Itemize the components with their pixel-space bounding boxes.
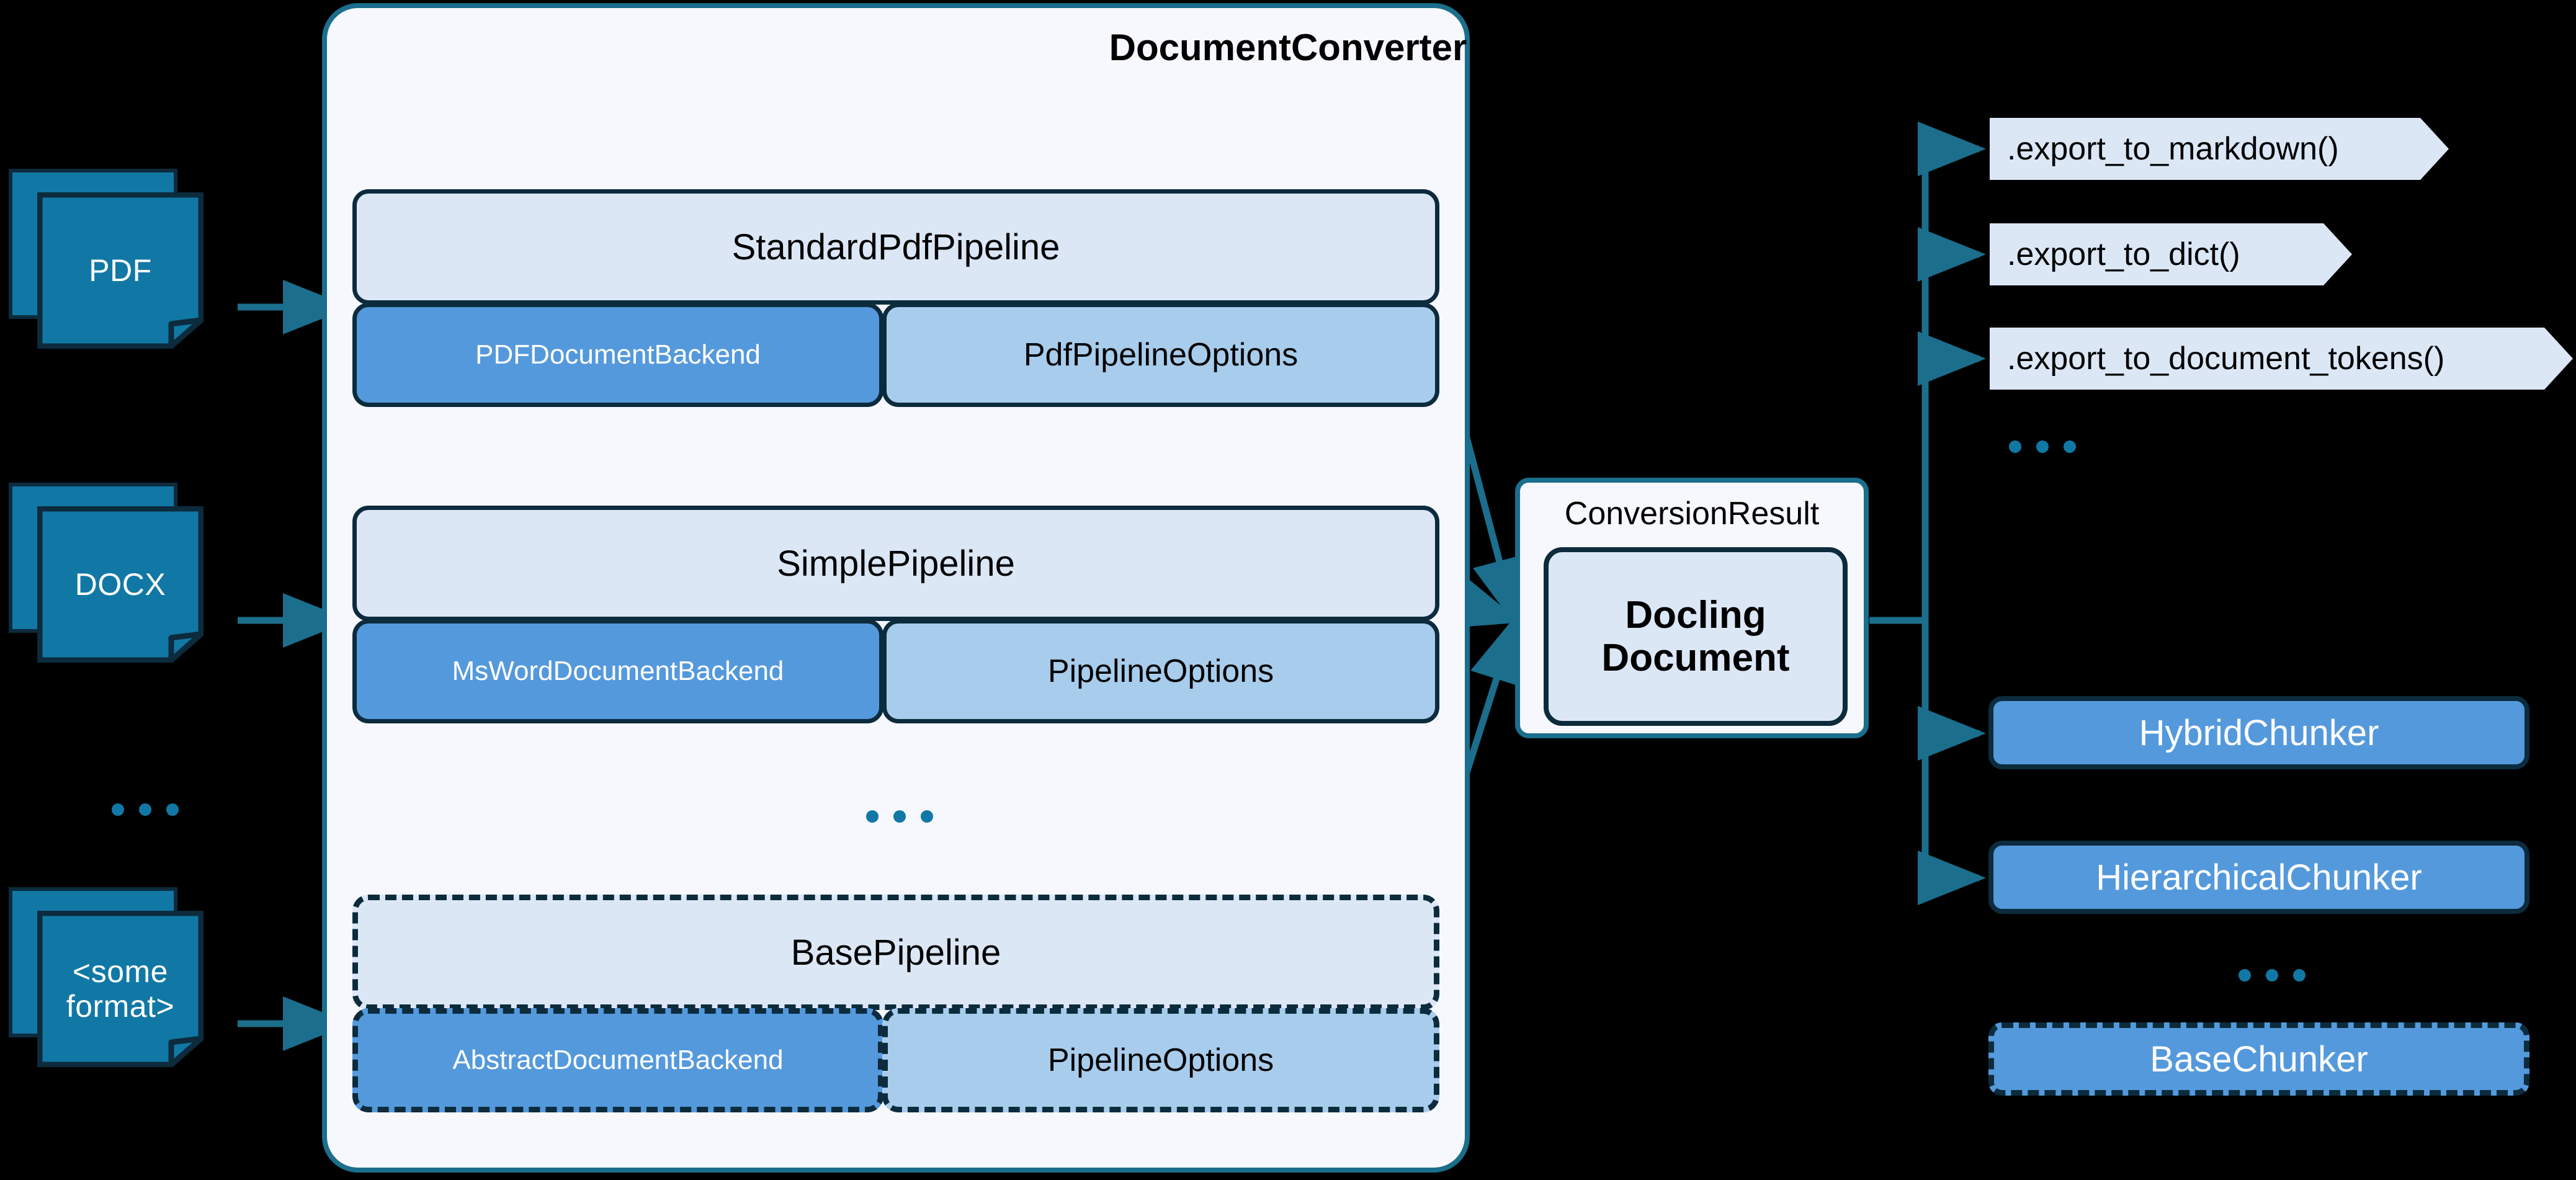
pipeline-header: StandardPdfPipeline [352, 189, 1439, 305]
converter-ellipsis [866, 810, 933, 823]
input-ellipsis [112, 803, 179, 816]
pipeline-standardpdf[interactable]: StandardPdfPipeline PDFDocumentBackend P… [352, 189, 1439, 407]
file-front-sheet: DOCX [37, 506, 203, 663]
file-shape-icon [37, 911, 203, 1067]
export-dict-pennant[interactable]: .export_to_dict() [1990, 223, 2352, 285]
pipeline-backend[interactable]: AbstractDocumentBackend [352, 1008, 884, 1112]
pipeline-header: SimplePipeline [352, 506, 1439, 621]
pipeline-name: StandardPdfPipeline [731, 226, 1060, 267]
pipeline-components-row: MsWordDocumentBackend PipelineOptions [352, 619, 1439, 723]
dot-icon [166, 803, 179, 816]
label-line-1: <some [73, 954, 168, 989]
conversion-result-title: ConversionResult [1564, 496, 1820, 532]
file-front-sheet: PDF [37, 192, 203, 349]
pipeline-base[interactable]: BasePipeline AbstractDocumentBackend Pip… [352, 895, 1439, 1112]
export-document-tokens-pennant[interactable]: .export_to_document_tokens() [1990, 328, 2573, 390]
dot-icon [112, 803, 124, 816]
label-line-2: format> [66, 989, 175, 1024]
input-pdf-label: PDF [89, 253, 152, 288]
file-shape-icon [37, 192, 203, 349]
input-docx-label: DOCX [74, 567, 166, 602]
input-pdf[interactable]: PDF [9, 169, 244, 355]
pipeline-name: SimplePipeline [777, 543, 1015, 584]
dot-icon [2009, 440, 2021, 453]
input-docx[interactable]: DOCX [9, 483, 244, 669]
converter-title: DocumentConverter [1109, 27, 1467, 68]
file-shape-icon [37, 506, 203, 663]
dot-icon [921, 810, 933, 823]
dot-icon [2036, 440, 2049, 453]
pipeline-components-row: PDFDocumentBackend PdfPipelineOptions [352, 303, 1439, 407]
dot-icon [2266, 969, 2278, 981]
pipeline-options[interactable]: PipelineOptions [882, 1008, 1439, 1112]
exports-ellipsis [2009, 440, 2076, 453]
chunkers-ellipsis [2238, 969, 2305, 981]
pipeline-simple[interactable]: SimplePipeline MsWordDocumentBackend Pip… [352, 506, 1439, 723]
pipeline-header: BasePipeline [352, 895, 1439, 1010]
pipeline-options[interactable]: PipelineOptions [882, 619, 1439, 723]
pipeline-components-row: AbstractDocumentBackend PipelineOptions [352, 1008, 1439, 1112]
pipeline-options[interactable]: PdfPipelineOptions [882, 303, 1439, 407]
chunker-base[interactable]: BaseChunker [1988, 1022, 2529, 1096]
docling-line-2: Document [1601, 637, 1790, 679]
dot-icon [866, 810, 879, 823]
chunker-hierarchical[interactable]: HierarchicalChunker [1988, 841, 2529, 914]
chunker-hybrid[interactable]: HybridChunker [1988, 696, 2529, 769]
dot-icon [2064, 440, 2076, 453]
pipeline-backend[interactable]: PDFDocumentBackend [352, 303, 884, 407]
dot-icon [2293, 969, 2305, 981]
docling-line-1: Docling [1625, 593, 1766, 637]
dot-icon [139, 803, 151, 816]
export-markdown-pennant[interactable]: .export_to_markdown() [1990, 118, 2449, 180]
dot-icon [893, 810, 906, 823]
pipeline-name: BasePipeline [790, 932, 1001, 973]
dot-icon [2238, 969, 2251, 981]
pipeline-backend[interactable]: MsWordDocumentBackend [352, 619, 884, 723]
